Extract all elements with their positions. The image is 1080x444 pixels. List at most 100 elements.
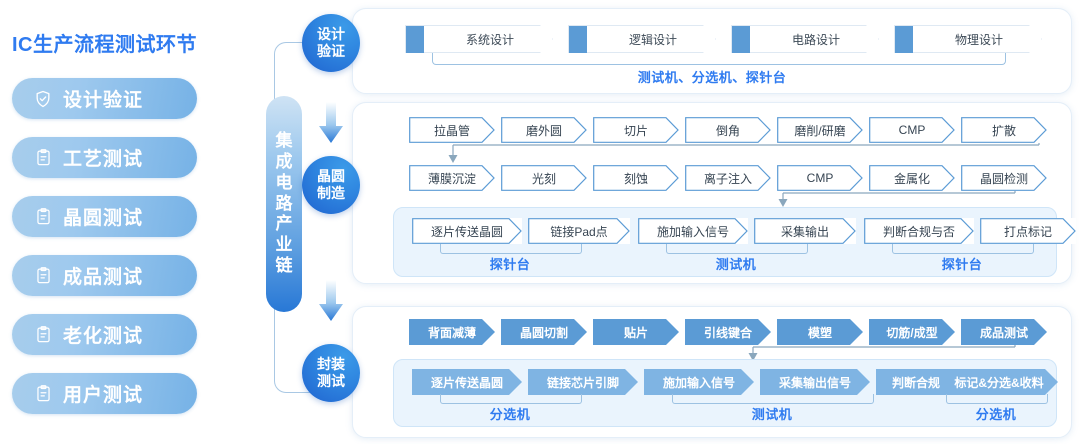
wafer-test-chevron[interactable]: 逐片传送晶圆 <box>412 218 522 244</box>
phase-line2: 验证 <box>317 43 345 59</box>
wafer-test-chevron[interactable]: 采集输出 <box>754 218 856 244</box>
wafer-test-chevron[interactable]: 链接Pad点 <box>528 218 630 244</box>
step-label: 切片 <box>623 123 648 138</box>
phase-line1: 封装 <box>317 356 345 373</box>
step-label: 金属化 <box>893 171 930 186</box>
phase-circle-design[interactable]: 设计 验证 <box>302 14 360 72</box>
wafer-step-chevron[interactable]: CMP <box>869 117 955 143</box>
package-test-chevron[interactable]: 链接芯片引脚 <box>528 369 638 395</box>
step-marker <box>569 26 587 54</box>
design-equipment-bracket <box>432 53 1006 65</box>
wafer-step-chevron[interactable]: 磨外圆 <box>501 117 587 143</box>
wafer-test-chevron[interactable]: 判断合规与否 <box>864 218 974 244</box>
phase-circle-package[interactable]: 封装 测试 <box>302 344 360 402</box>
wafer-step-chevron[interactable]: 切片 <box>593 117 679 143</box>
package-step-chevron[interactable]: 成品测试 <box>961 319 1047 345</box>
wafer-step-chevron[interactable]: 光刻 <box>501 165 587 191</box>
chain-char: 成 <box>275 152 293 172</box>
chain-connector-top <box>274 42 311 109</box>
step-label: 采集输出 <box>780 224 829 239</box>
panel-design-verification: 系统设计 逻辑设计 电路设计 物理设计 测试机、分选机、探针台 <box>352 8 1072 94</box>
design-step-chevron[interactable]: 逻辑设计 <box>568 25 716 53</box>
step-label: 引线键合 <box>703 325 752 340</box>
wafer-step-chevron[interactable]: 离子注入 <box>685 165 771 191</box>
sidebar-item-user-test[interactable]: 用户测试 <box>12 373 197 414</box>
subpanel-wafer-test: 逐片传送晶圆 链接Pad点 施加输入信号 采集输出 判断合规与否 打点标记 <box>393 207 1076 277</box>
step-label: 磨削/研磨 <box>794 123 846 138</box>
wafer-step-chevron[interactable]: 金属化 <box>869 165 955 191</box>
sidebar-item-burnin-test[interactable]: 老化测试 <box>12 314 197 355</box>
wafer-test-chevron[interactable]: 打点标记 <box>980 218 1076 244</box>
wafer-step-chevron[interactable]: CMP <box>777 165 863 191</box>
package-step-chevron[interactable]: 模塑 <box>777 319 863 345</box>
sidebar-item-label: 设计验证 <box>63 90 144 111</box>
step-label: 逐片传送晶圆 <box>430 224 503 239</box>
clipboard-icon <box>32 383 54 405</box>
wafer-step-chevron[interactable]: 晶圆检测 <box>961 165 1047 191</box>
sidebar-item-final-test[interactable]: 成品测试 <box>12 255 197 296</box>
package-step-chevron[interactable]: 贴片 <box>593 319 679 345</box>
package-step-chevron[interactable]: 引线键合 <box>685 319 771 345</box>
package-equipment-label: 分选机 <box>975 407 1017 422</box>
package-test-chevron[interactable]: 标记&分选&收料 <box>940 369 1058 395</box>
package-test-chevron[interactable]: 采集输出信号 <box>760 369 870 395</box>
step-label: 判断合规与否 <box>882 224 955 239</box>
step-label: 刻蚀 <box>623 171 648 186</box>
package-equipment-bracket <box>672 394 874 404</box>
chain-connector-bottom <box>274 300 311 393</box>
step-label: 采集输出信号 <box>778 375 851 390</box>
sidebar-item-label: 用户测试 <box>63 385 144 406</box>
wafer-step-chevron[interactable]: 磨削/研磨 <box>777 117 863 143</box>
sidebar-item-design-verification[interactable]: 设计验证 <box>12 78 197 119</box>
wafer-step-chevron[interactable]: 薄膜沉淀 <box>409 165 495 191</box>
sidebar-item-process-test[interactable]: 工艺测试 <box>12 137 197 178</box>
step-label: 晶圆检测 <box>979 171 1028 186</box>
flow-arrow-down-icon <box>318 102 344 144</box>
design-step-chevron[interactable]: 电路设计 <box>731 25 879 53</box>
step-label: 晶圆切割 <box>519 325 568 340</box>
wafer-equipment-label: 探针台 <box>941 257 983 272</box>
wafer-subpanel-connector <box>683 191 1023 209</box>
sidebar: IC生产流程测试环节 设计验证 工艺测试 <box>0 0 250 444</box>
industry-chain-bar: 集 成 电 路 产 业 链 <box>266 96 302 312</box>
package-step-chevron[interactable]: 晶圆切割 <box>501 319 587 345</box>
design-step-chevron[interactable]: 物理设计 <box>894 25 1042 53</box>
step-label: 打点标记 <box>1003 224 1052 239</box>
wafer-equipment-label: 测试机 <box>715 257 757 272</box>
step-marker <box>732 26 750 54</box>
phase-line2: 测试 <box>317 373 345 389</box>
step-label: 逻辑设计 <box>628 32 677 47</box>
package-step-chevron[interactable]: 切筋/成型 <box>869 319 955 345</box>
package-subpanel-connector <box>683 345 1023 363</box>
wafer-step-chevron[interactable]: 刻蚀 <box>593 165 679 191</box>
step-label: 光刻 <box>531 171 556 186</box>
wafer-equipment-label: 探针台 <box>489 257 531 272</box>
wafer-step-chevron[interactable]: 扩散 <box>961 117 1047 143</box>
wafer-test-chevron[interactable]: 施加输入信号 <box>638 218 748 244</box>
package-step-chevron[interactable]: 背面减薄 <box>409 319 495 345</box>
step-label: 成品测试 <box>979 325 1028 340</box>
phase-line1: 晶圆 <box>317 168 345 185</box>
package-test-chevron[interactable]: 逐片传送晶圆 <box>412 369 522 395</box>
chain-char: 链 <box>275 255 293 275</box>
package-test-chevron[interactable]: 施加输入信号 <box>644 369 754 395</box>
step-label: 系统设计 <box>465 32 514 47</box>
sidebar-item-wafer-test[interactable]: 晶圆测试 <box>12 196 197 237</box>
design-step-chevron[interactable]: 系统设计 <box>405 25 553 53</box>
step-label: 模塑 <box>807 325 832 340</box>
phase-circle-wafer[interactable]: 晶圆 制造 <box>302 156 360 214</box>
panel-package-test: 背面减薄 晶圆切割 贴片 引线键合 模塑 切筋/成型 成品测试 <box>352 306 1072 438</box>
package-equipment-bracket <box>946 394 1048 404</box>
step-label: 磨外圆 <box>525 123 562 138</box>
wafer-equipment-bracket <box>666 244 808 254</box>
wafer-step-chevron[interactable]: 倒角 <box>685 117 771 143</box>
package-equipment-label: 测试机 <box>751 407 793 422</box>
flow-arrow-down-icon <box>318 280 344 322</box>
chain-char: 路 <box>275 193 293 213</box>
panel-wafer-manufacturing: 拉晶管 磨外圆 切片 倒角 磨削/研磨 CMP 扩散 <box>352 102 1076 284</box>
step-label: 薄膜沉淀 <box>427 171 476 186</box>
page-title: IC生产流程测试环节 <box>12 34 197 56</box>
chain-char: 电 <box>275 172 293 192</box>
clipboard-icon <box>32 265 54 287</box>
wafer-step-chevron[interactable]: 拉晶管 <box>409 117 495 143</box>
